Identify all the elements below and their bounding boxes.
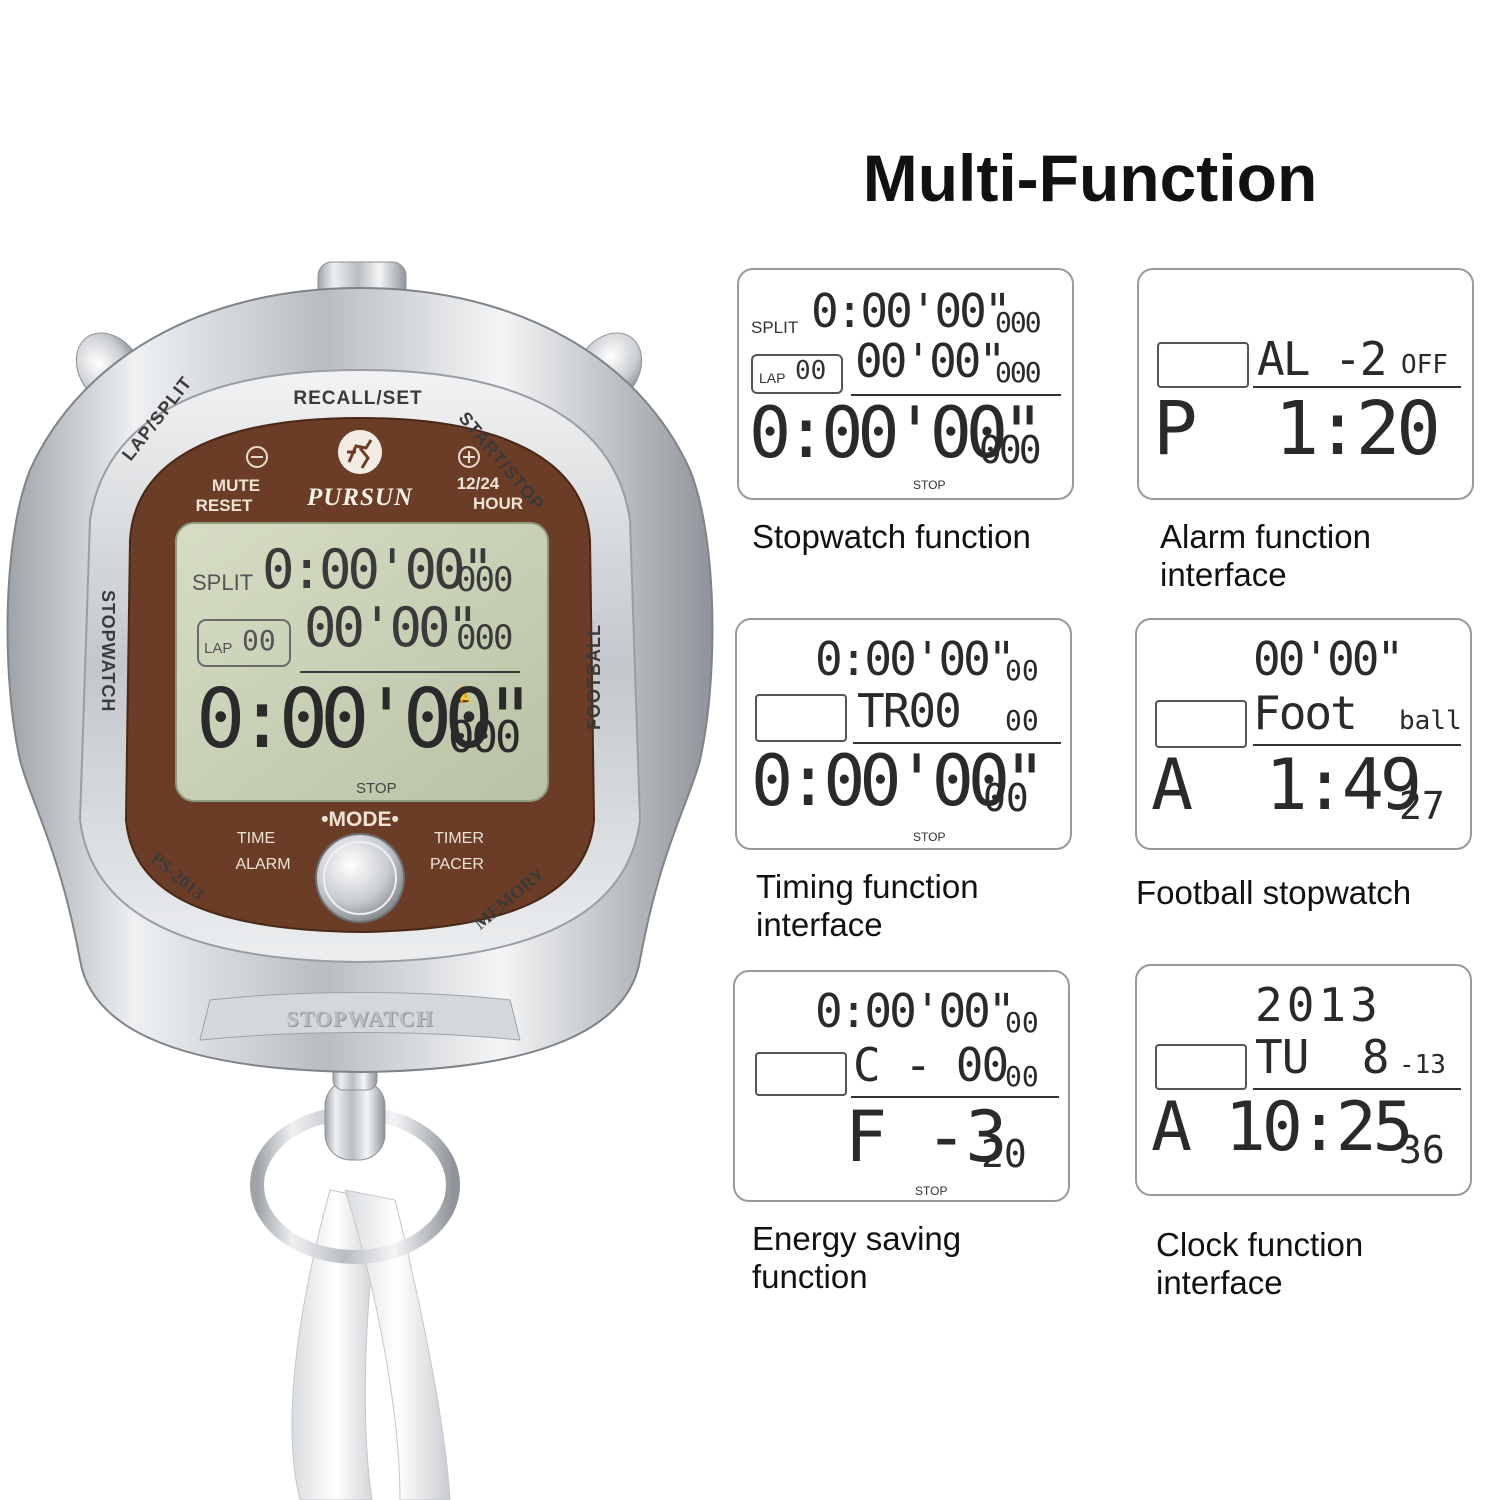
panel-line3: F -3 <box>845 1096 1008 1178</box>
caption-stopwatch: Stopwatch function <box>752 518 1031 555</box>
panel-empty-box <box>755 1052 847 1096</box>
panel-line1: 0:00'00" <box>811 284 1012 338</box>
panel-line2: C - 00 <box>853 1038 1009 1092</box>
panel-line1: 0:00'00" <box>815 632 1016 686</box>
caption-clock-2: interface <box>1156 1264 1283 1301</box>
panel-timing: 0:00'00" 00 TR00 00 0:00'00" 00 STOP <box>735 618 1072 850</box>
panel-empty-box <box>1155 1044 1247 1090</box>
panel-energy: 0:00'00" 00 C - 00 00 F -3 20 STOP <box>733 970 1070 1202</box>
panel-line2-suffix: ball <box>1399 706 1462 736</box>
panel-line1: 2013 <box>1255 978 1382 1032</box>
panel-line3: A 10:25 <box>1151 1088 1414 1167</box>
panel-line3-seconds: 27 <box>1399 784 1445 828</box>
panel-stopwatch: SPLIT 0:00'00" 000 LAP 00 00'00" 000 0:0… <box>737 268 1074 500</box>
panel-line3-ms: 000 <box>979 428 1042 472</box>
caption-energy-2: function <box>752 1258 868 1295</box>
panel-line2-ms: 00 <box>1005 704 1039 737</box>
brand-logo-icon <box>338 430 382 474</box>
panel-lap-box <box>751 354 843 394</box>
panel-line1-ms: 000 <box>995 306 1042 339</box>
panel-divider <box>1253 1088 1461 1090</box>
minus-icon <box>246 446 268 468</box>
panel-line2-suffix: -13 <box>1399 1050 1446 1080</box>
panel-line2-ms: 00 <box>1005 1060 1039 1093</box>
panel-line1-ms: 00 <box>1005 1006 1039 1039</box>
panel-divider <box>1253 744 1461 746</box>
panel-stop-label: STOP <box>915 1184 948 1198</box>
panel-line2: 00'00" <box>855 334 1006 388</box>
bell-icon: 🔔 <box>452 685 472 704</box>
panel-split-label: SPLIT <box>751 318 799 337</box>
panel-empty-box <box>1157 342 1249 388</box>
panel-line2-ms: 000 <box>995 356 1042 389</box>
panel-football: 00'00" Foot ball A 1:49 27 <box>1135 618 1472 850</box>
panel-line2: TR00 <box>857 684 962 738</box>
watch-lcd <box>175 522 549 802</box>
panel-stop-label: STOP <box>913 830 946 844</box>
panel-line1: 0:00'00" <box>815 984 1016 1038</box>
panel-stop-label: STOP <box>913 478 946 492</box>
lanyard <box>291 1189 381 1500</box>
panel-divider <box>851 1096 1059 1098</box>
panel-empty-box <box>755 694 847 742</box>
panel-alarm: AL -2 OFF P 1:20 <box>1137 268 1474 500</box>
panel-line3: P 1:20 <box>1153 386 1441 472</box>
panel-lap-label: LAP <box>759 370 786 386</box>
stopwatch-image: 🔔 <box>6 261 714 1500</box>
panel-lap-number: 00 <box>795 356 827 386</box>
panel-line2: Foot <box>1253 686 1358 740</box>
panel-line3-ms: 00 <box>983 776 1029 820</box>
caption-alarm-2: interface <box>1160 556 1287 593</box>
caption-energy-1: Energy saving <box>752 1220 962 1257</box>
panel-divider <box>851 394 1061 396</box>
caption-timing-2: interface <box>756 906 883 943</box>
page-title: Multi-Function <box>862 141 1318 215</box>
panel-line2: TU 8 <box>1255 1030 1389 1084</box>
plus-icon <box>458 446 480 468</box>
panel-line3-seconds: 36 <box>1399 1128 1445 1172</box>
panel-line1-ms: 00 <box>1005 654 1039 687</box>
panel-line3: A 1:49 <box>1151 744 1422 826</box>
caption-clock-1: Clock function <box>1156 1226 1364 1263</box>
panel-divider <box>853 742 1061 744</box>
panel-line2-suffix: OFF <box>1401 350 1448 380</box>
panel-line3: 0:00'00" <box>749 392 1044 474</box>
panel-line1: 00'00" <box>1253 632 1404 686</box>
panel-line3: 0:00'00" <box>751 740 1046 822</box>
lap-box <box>197 619 291 667</box>
panel-line2: AL -2 <box>1257 332 1387 386</box>
caption-alarm-1: Alarm function <box>1160 518 1371 555</box>
panel-empty-box <box>1155 700 1247 748</box>
caption-football: Football stopwatch <box>1136 874 1412 911</box>
panel-divider <box>1253 386 1461 388</box>
mode-button <box>315 833 405 923</box>
panel-clock: 2013 TU 8 -13 A 10:25 36 <box>1135 964 1472 1196</box>
caption-timing-1: Timing function <box>756 868 979 905</box>
panel-line3-ms: 20 <box>981 1132 1027 1176</box>
